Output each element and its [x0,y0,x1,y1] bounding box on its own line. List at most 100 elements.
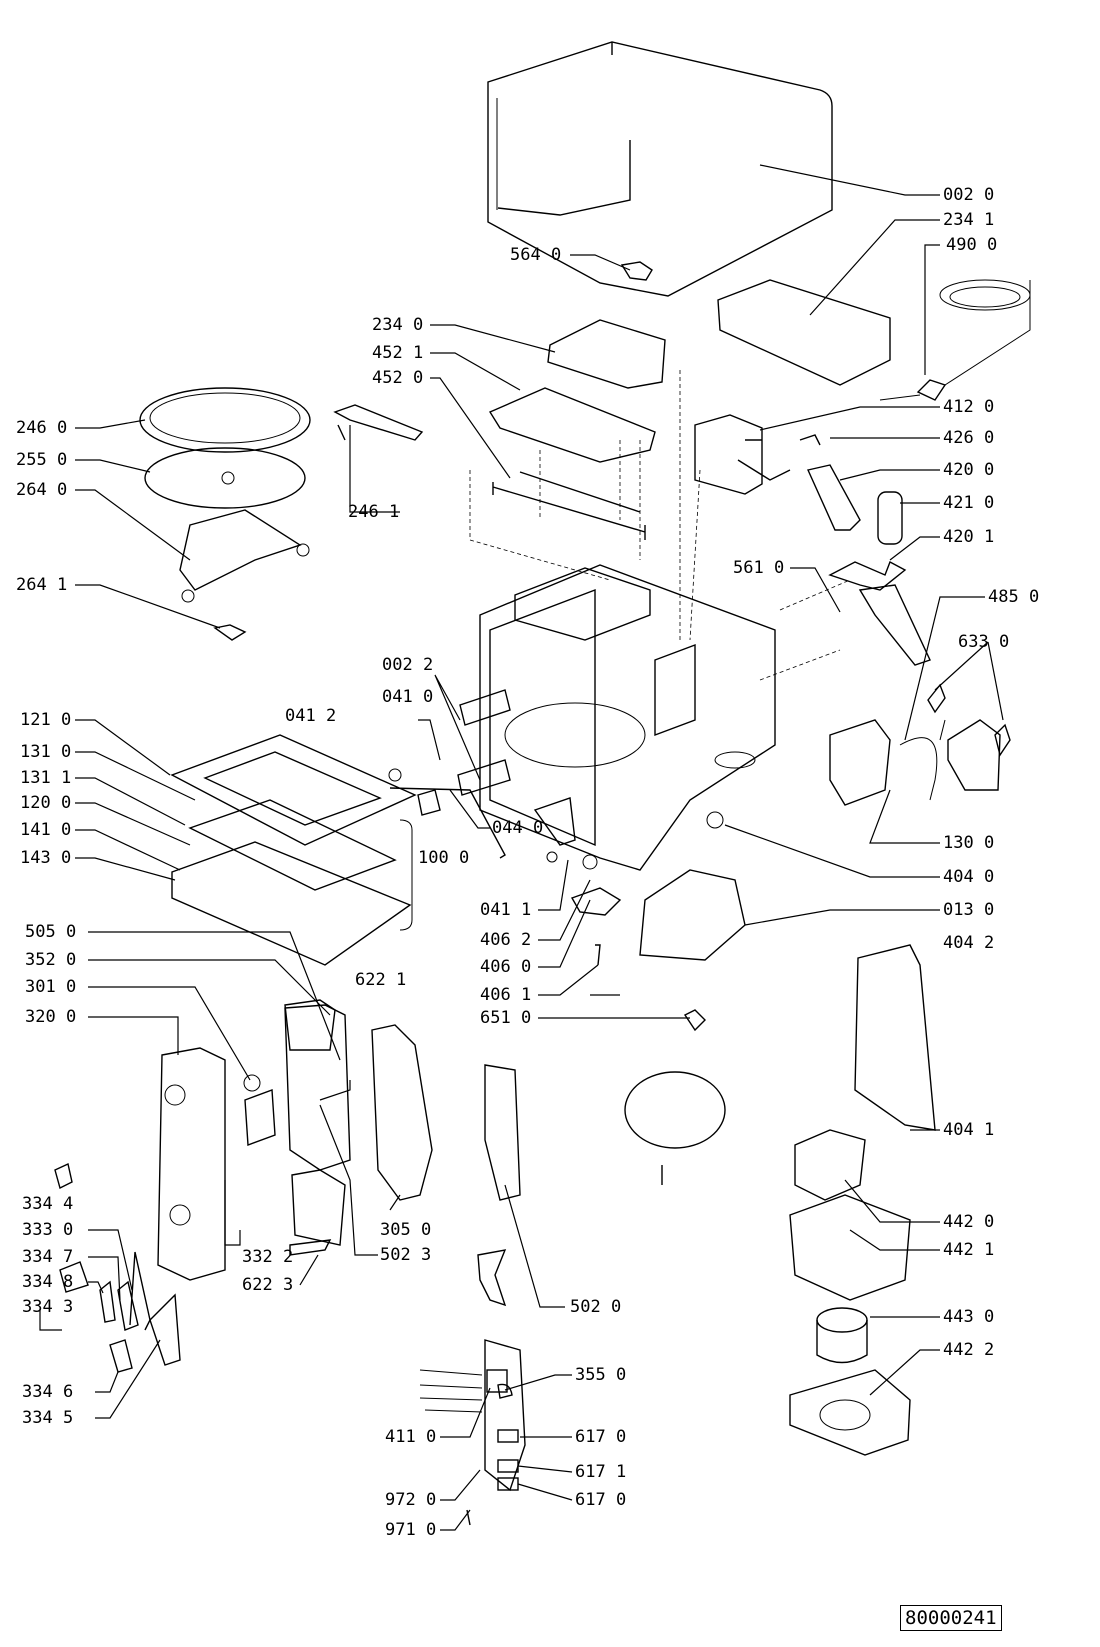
air-duct-upper [858,584,931,666]
part-234-0 [547,319,666,389]
label-334-7: 334 7 [22,1247,74,1267]
part-246-1 [333,404,424,441]
label-131-0: 131 0 [20,742,72,762]
pcb-622-1 [284,1004,351,1171]
label-320-0: 320 0 [25,1007,77,1027]
label-334-8: 334 8 [22,1272,74,1292]
label-485-0: 485 0 [988,587,1040,607]
label-002-0: 002 0 [943,185,995,205]
fan-651 [683,1009,706,1032]
label-305-0: 305 0 [380,1220,432,1240]
label-355-0: 355 0 [575,1365,627,1385]
label-041-1: 041 1 [480,900,532,920]
label-264-0: 264 0 [16,480,68,500]
outer-casing [487,41,833,297]
label-121-0: 121 0 [20,710,72,730]
door-frame [170,734,417,846]
knob-334-7 [117,1280,139,1331]
label-502-3: 502 3 [380,1245,432,1265]
base-plate-442-2 [789,1369,911,1456]
knob-334-8 [99,1280,116,1323]
part-130-0 [947,719,1001,791]
label-044-0: 044 0 [492,818,544,838]
knob-334-4 [54,1163,73,1190]
magnetron-442-0 [794,1129,866,1201]
label-334-4: 334 4 [22,1194,74,1214]
part-234-1 [717,279,891,386]
label-411-0: 411 0 [385,1427,437,1447]
label-333-0: 333 0 [22,1220,74,1240]
knob-334-3 [59,1261,89,1293]
label-633-0: 633 0 [958,632,1010,652]
pcb-bracket-305 [371,1024,433,1201]
power-cord [879,279,1031,401]
label-972-0: 972 0 [385,1490,437,1510]
label-420-0: 420 0 [943,460,995,480]
label-264-1: 264 1 [16,575,68,595]
label-246-0: 246 0 [16,418,68,438]
capacitor [877,491,903,545]
label-255-0: 255 0 [16,450,68,470]
label-100-0: 100 0 [418,848,470,868]
coupler [213,624,247,641]
part-420-0 [807,464,861,531]
label-404-0: 404 0 [943,867,995,887]
door-glass [171,841,412,966]
label-143-0: 143 0 [20,848,72,868]
label-013-0: 013 0 [943,900,995,920]
leader-lines [39,164,1004,1531]
door-screen [188,799,397,891]
hv-transformer [829,719,891,806]
part-564-0 [620,261,653,281]
label-131-1: 131 1 [20,768,72,788]
label-442-0: 442 0 [943,1212,995,1232]
roller-ring [179,509,302,591]
part-452-0 [492,471,646,540]
fan-443-0 [816,1307,868,1333]
label-334-5: 334 5 [22,1408,74,1428]
label-505-0: 505 0 [25,922,77,942]
label-041-2: 041 2 [285,706,337,726]
label-420-1: 420 1 [943,527,995,547]
label-404-1: 404 1 [943,1120,995,1140]
label-041-0: 041 0 [382,687,434,707]
turntable-motor [570,887,622,916]
label-622-1: 622 1 [355,970,407,990]
label-412-0: 412 0 [943,397,995,417]
label-622-3: 622 3 [242,1275,294,1295]
part-333-0 [129,1251,151,1331]
label-617-1: 617 1 [575,1462,627,1482]
label-561-0: 561 0 [733,558,785,578]
label-334-6: 334 6 [22,1382,74,1402]
label-406-1: 406 1 [480,985,532,1005]
waveguide-cover [624,1071,726,1149]
oven-cavity [479,564,776,871]
label-617-0-upper: 617 0 [575,1427,627,1447]
hinge-044 [389,787,506,859]
label-452-1: 452 1 [372,343,424,363]
document-number: 80000241 [900,1605,1002,1631]
label-334-3: 334 3 [22,1297,74,1317]
label-406-0: 406 0 [480,957,532,977]
label-234-1: 234 1 [943,210,995,230]
label-301-0: 301 0 [25,977,77,997]
main-pcb [484,1339,526,1492]
label-332-2: 332 2 [242,1247,294,1267]
transformer [694,414,791,495]
label-442-2: 442 2 [943,1340,995,1360]
label-421-0: 421 0 [943,493,995,513]
label-971-0: 971 0 [385,1520,437,1540]
label-352-0: 352 0 [25,950,77,970]
label-141-0: 141 0 [20,820,72,840]
part-301-0 [244,1089,276,1146]
turntable-support [144,447,306,509]
label-234-0: 234 0 [372,315,424,335]
part-334-5 [149,1293,181,1366]
pcb-502-0 [484,1064,521,1201]
label-490-0: 490 0 [946,235,998,255]
control-panel [157,1047,226,1281]
label-002-2: 002 2 [382,655,434,675]
fan-housing [789,1194,911,1301]
label-120-0: 120 0 [20,793,72,813]
